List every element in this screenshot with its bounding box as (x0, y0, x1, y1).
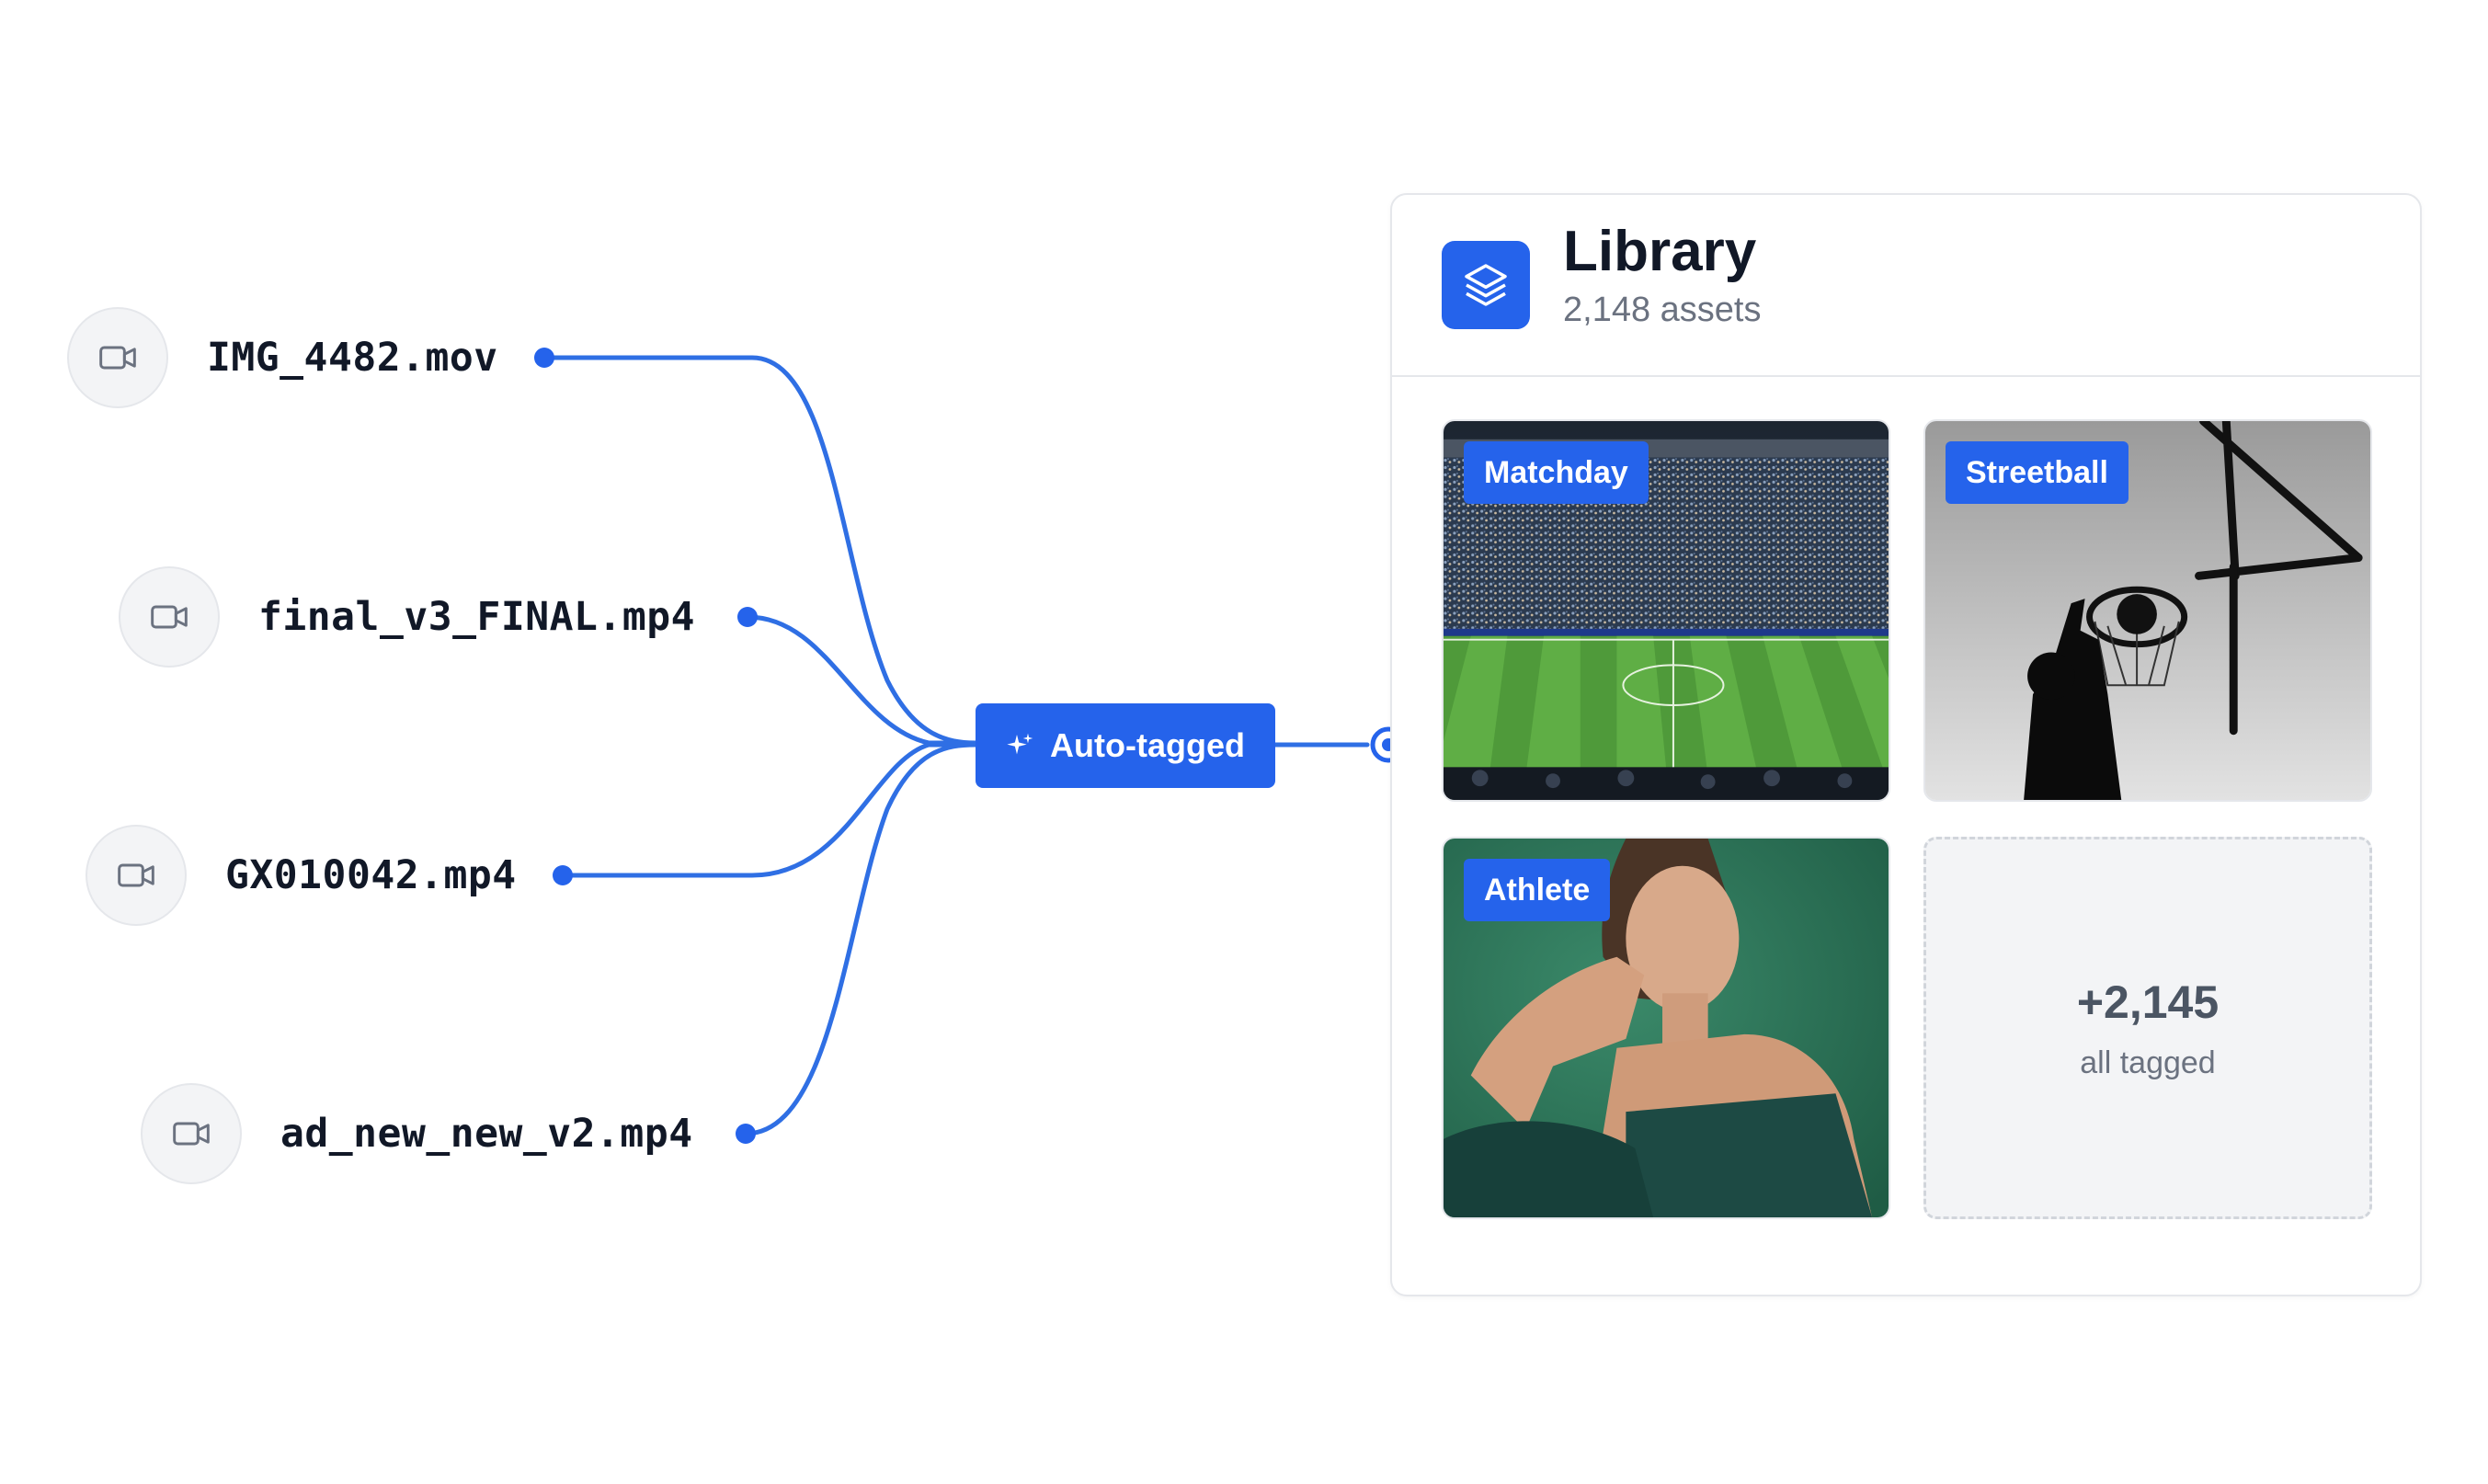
library-tile-matchday[interactable]: Matchday (1442, 419, 1890, 802)
video-camera-icon (151, 605, 188, 629)
tile-tag-label: Matchday (1464, 441, 1649, 504)
library-tile-streetball[interactable]: Streetball (1923, 419, 2372, 802)
file-item[interactable]: IMG_4482.mov (67, 307, 498, 408)
connector-dot-3 (553, 865, 573, 885)
file-name: GX010042.mp4 (225, 852, 517, 898)
library-tile-athlete[interactable]: Athlete (1442, 837, 1890, 1219)
file-item[interactable]: ad_new_new_v2.mp4 (141, 1083, 693, 1184)
library-tile-more[interactable]: +2,145 all tagged (1923, 837, 2372, 1219)
tile-tag-label: Streetball (1946, 441, 2128, 504)
connector-file-4 (743, 742, 978, 1136)
remaining-label: all tagged (2080, 1045, 2216, 1080)
connector-file-1 (542, 355, 978, 746)
file-name: ad_new_new_v2.mp4 (280, 1111, 693, 1157)
connector-file-3 (560, 742, 978, 878)
library-card: Library 2,148 assets (1390, 193, 2422, 1296)
athlete-portrait-image (1444, 839, 1889, 1217)
file-name: final_v3_FINAL.mp4 (258, 594, 695, 640)
connector-dot-1 (534, 348, 554, 368)
auto-tagged-label: Auto-tagged (1050, 726, 1245, 764)
library-title: Library (1563, 220, 1757, 283)
layers-icon (1442, 241, 1530, 329)
sparkle-icon (1006, 731, 1035, 760)
video-camera-icon (173, 1122, 210, 1146)
video-camera-icon (99, 346, 136, 370)
connector-file-2 (745, 614, 978, 746)
connector-dot-4 (736, 1124, 756, 1144)
file-name: IMG_4482.mov (207, 335, 498, 381)
tile-tag-label: Athlete (1464, 859, 1611, 921)
auto-tagged-badge: Auto-tagged (976, 703, 1275, 788)
video-camera-icon (118, 863, 154, 887)
file-item[interactable]: final_v3_FINAL.mp4 (119, 566, 695, 668)
remaining-count: +2,145 (2076, 976, 2220, 1028)
library-asset-count: 2,148 assets (1563, 291, 1762, 329)
connector-dot-2 (737, 607, 758, 627)
file-item[interactable]: GX010042.mp4 (86, 825, 517, 926)
library-header: Library 2,148 assets (1392, 195, 2420, 377)
